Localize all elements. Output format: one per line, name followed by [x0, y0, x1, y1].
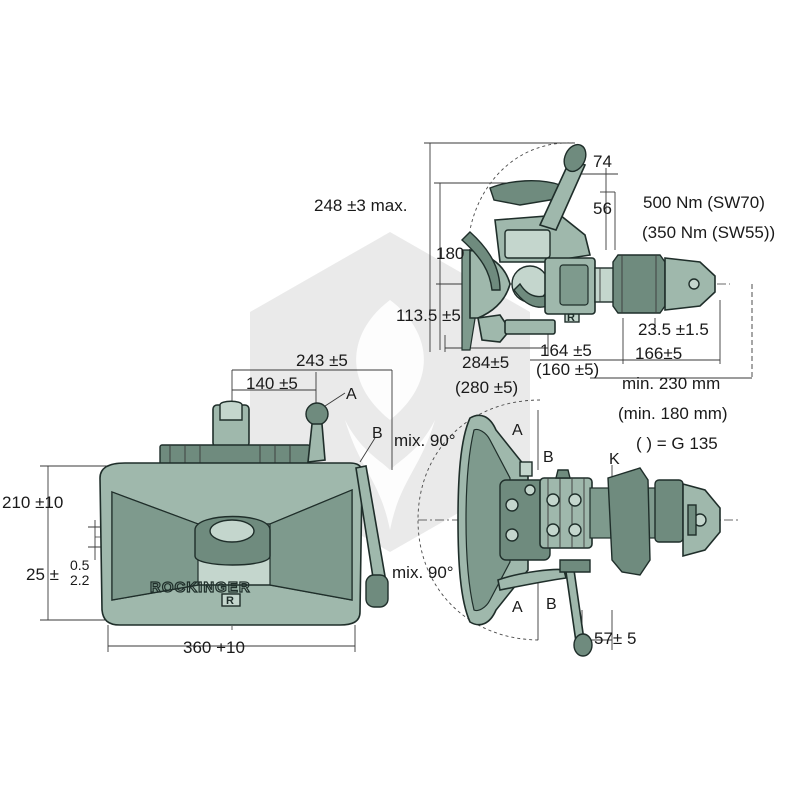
- dim-min230: min. 230 mm: [622, 374, 720, 393]
- dim-74: 74: [593, 152, 612, 171]
- dim-torque-350: (350 Nm (SW55)): [642, 223, 775, 242]
- dim-57: 57± 5: [594, 629, 636, 648]
- dim-248: 248 ±3 max.: [314, 196, 407, 215]
- dim-g135: ( ) = G 135: [636, 434, 718, 453]
- front-view: ROCKINGER R: [40, 369, 393, 652]
- part-letters: A B A B K A B: [346, 386, 620, 616]
- top-view: [417, 399, 740, 657]
- dim-164: 164 ±5: [540, 341, 592, 360]
- dim-mix90-bottom: mix. 90°: [392, 563, 454, 582]
- side-view-top: R: [424, 142, 753, 379]
- dim-torque-500: 500 Nm (SW70): [643, 193, 765, 212]
- dim-25-upper: 0.5: [70, 557, 90, 573]
- brand-name: ROCKINGER: [150, 579, 251, 596]
- label-a-bottom: A: [512, 599, 523, 616]
- dim-23: 23.5 ±1.5: [638, 320, 709, 339]
- dim-166: 166±5: [635, 344, 682, 363]
- label-k: K: [609, 451, 620, 468]
- dim-243: 243 ±5: [296, 351, 348, 370]
- label-b-top: B: [543, 449, 554, 466]
- dim-25-lower: 2.2: [70, 572, 90, 588]
- dim-56: 56: [593, 199, 612, 218]
- dim-210: 210 ±10: [2, 493, 63, 512]
- dim-360: 360 +10: [183, 638, 245, 657]
- dimension-labels: 248 ±3 max. 74 56 500 Nm (SW70) (350 Nm …: [2, 152, 775, 657]
- label-b-front: B: [372, 425, 383, 442]
- dim-113: 113.5 ±5: [396, 306, 461, 325]
- badge-r-front: R: [226, 595, 234, 607]
- label-a-front: A: [346, 386, 357, 403]
- dim-284: 284±5: [462, 353, 509, 372]
- dim-280: (280 ±5): [455, 378, 518, 397]
- dim-160: (160 ±5): [536, 360, 599, 379]
- dim-180: 180: [436, 244, 464, 263]
- dim-140: 140 ±5: [246, 374, 298, 393]
- dim-min180: (min. 180 mm): [618, 404, 728, 423]
- dim-25: 25 ±: [26, 565, 59, 584]
- badge-r-side: R: [567, 312, 575, 324]
- label-b-bottom: B: [546, 596, 557, 613]
- dim-mix90-top: mix. 90°: [394, 431, 456, 450]
- label-a-top: A: [512, 422, 523, 439]
